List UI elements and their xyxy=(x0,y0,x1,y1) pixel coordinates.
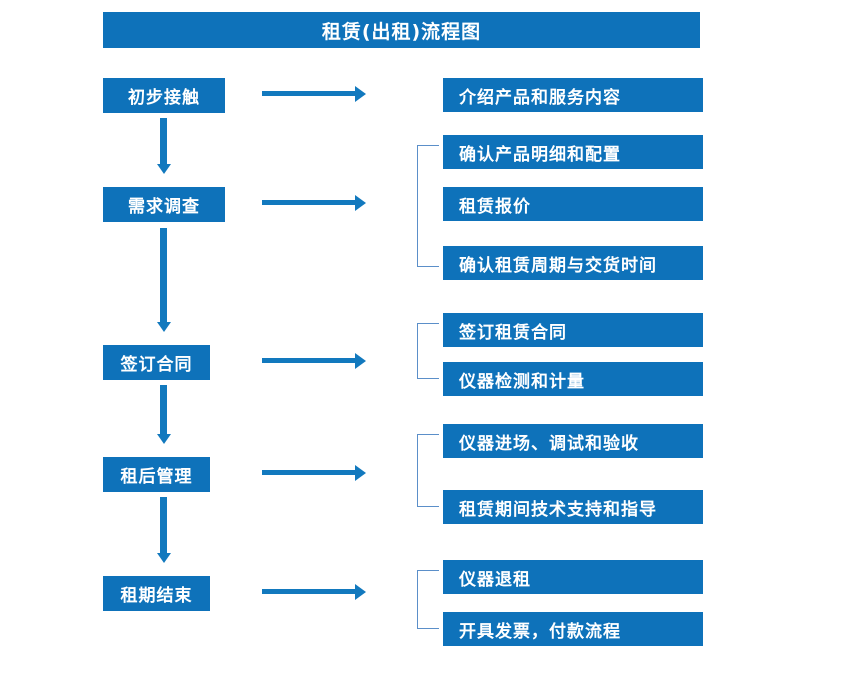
stage-node-requirement-survey[interactable]: 需求调查 xyxy=(103,187,225,222)
stage-node-rental-end[interactable]: 租期结束 xyxy=(103,576,210,611)
arrow-demand-to-contract xyxy=(160,228,167,323)
task-node-technical-support[interactable]: 租赁期间技术支持和指导 xyxy=(443,490,703,524)
group-bracket-after-rental xyxy=(417,434,439,507)
task-node-sign-rental-contract[interactable]: 签订租赁合同 xyxy=(443,313,703,347)
task-node-rental-quotation[interactable]: 租赁报价 xyxy=(443,187,703,221)
arrow-to-end xyxy=(262,589,355,594)
arrow-after-to-end xyxy=(160,497,167,554)
task-node-confirm-product-details[interactable]: 确认产品明细和配置 xyxy=(443,135,703,169)
arrow-to-contract xyxy=(262,358,355,363)
stage-node-post-rental-management[interactable]: 租后管理 xyxy=(103,457,210,492)
arrow-contact-to-demand xyxy=(160,118,167,165)
arrow-to-after-rental xyxy=(262,470,355,475)
task-node-instrument-inspection[interactable]: 仪器检测和计量 xyxy=(443,362,703,396)
arrow-contract-to-after xyxy=(160,385,167,435)
page-title: 租赁(出租)流程图 xyxy=(103,12,700,48)
task-node-instrument-return[interactable]: 仪器退租 xyxy=(443,560,703,594)
stage-node-sign-contract[interactable]: 签订合同 xyxy=(103,345,210,380)
group-bracket-end xyxy=(417,570,439,629)
task-node-invoice-payment[interactable]: 开具发票，付款流程 xyxy=(443,612,703,646)
arrow-to-intro xyxy=(262,91,355,96)
task-node-confirm-rental-period[interactable]: 确认租赁周期与交货时间 xyxy=(443,246,703,280)
stage-node-initial-contact[interactable]: 初步接触 xyxy=(103,78,225,113)
group-bracket-demand xyxy=(417,145,439,267)
group-bracket-contract xyxy=(417,323,439,379)
task-node-instrument-entry-commissioning[interactable]: 仪器进场、调试和验收 xyxy=(443,424,703,458)
task-node-introduce-products[interactable]: 介绍产品和服务内容 xyxy=(443,78,703,112)
arrow-to-demand xyxy=(262,200,355,205)
